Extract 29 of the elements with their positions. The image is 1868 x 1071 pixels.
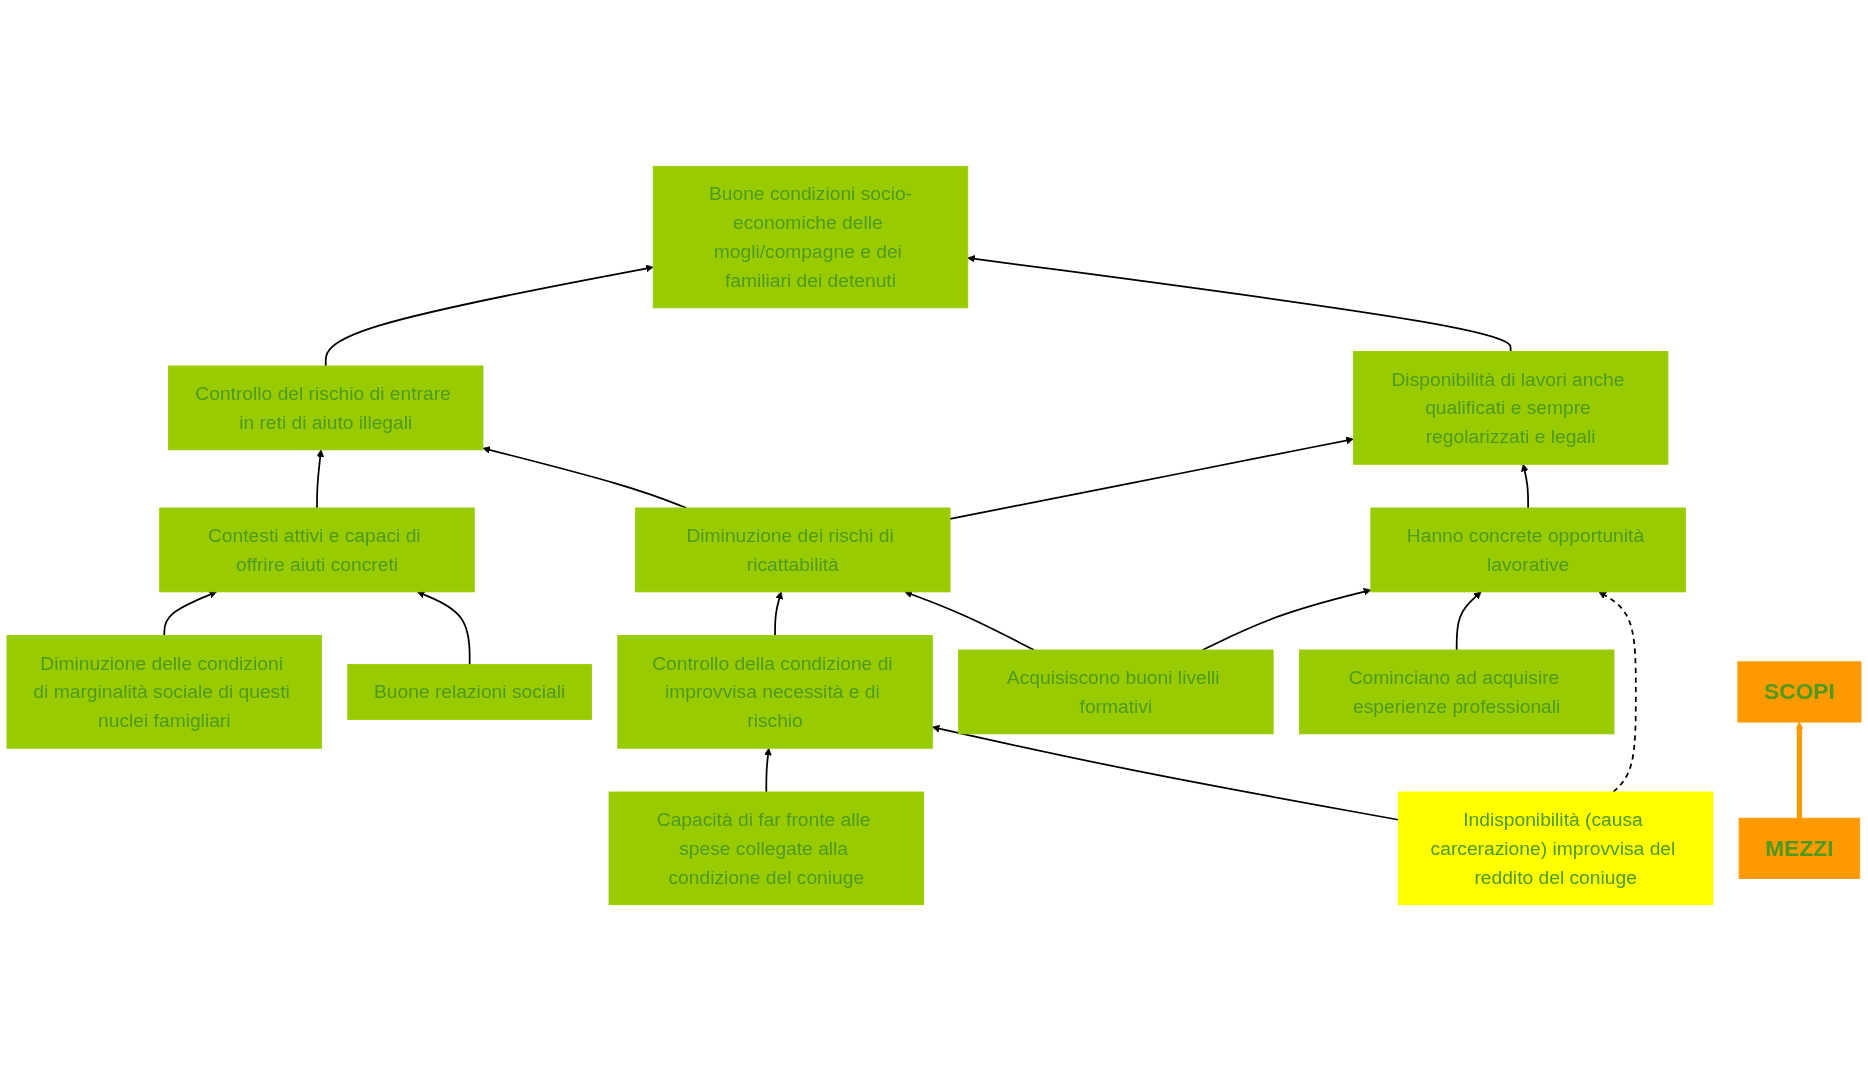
node-box: Buone relazioni sociali <box>347 663 592 720</box>
arrow <box>316 449 325 509</box>
arrow <box>1521 463 1529 509</box>
arrow <box>904 590 1035 651</box>
arrow <box>1598 591 1637 793</box>
node-box: Diminuzione delle condizioni di marginalità sociale di questi nuclei famigliari <box>6 635 323 749</box>
node-box: Controllo della condizione di improvvisa necessità e di rischio <box>617 635 933 749</box>
node-box: Indisponibilità (causa carcerazione) improvvisa del reddito del coniuge <box>1397 791 1714 906</box>
arrow <box>1455 591 1482 651</box>
node-box: Contesti attivi e capaci di offrire aiuti concreti <box>159 507 475 593</box>
node-box: Hanno concrete opportunità lavorative <box>1370 507 1686 593</box>
node-box: Controllo del rischio di entrare in reti di aiuto illegali <box>168 365 484 451</box>
arrow <box>774 591 783 637</box>
node-box: Buone condizioni socio-economiche delle mogli/compagne e dei familiari dei detenuti <box>652 165 969 309</box>
arrow <box>967 255 1512 353</box>
arrow <box>932 724 1400 821</box>
node-box: Cominciano ad acquisire esperienze professionali <box>1298 649 1615 735</box>
arrow <box>324 264 654 367</box>
arrow <box>417 591 471 666</box>
node-box: Acquisiscono buoni livelli formativi <box>958 649 1274 735</box>
node-box: Capacità di far fronte alle spese collegate alla condizione del coniuge <box>608 791 925 906</box>
arrow <box>1795 721 1804 819</box>
arrow <box>764 747 772 793</box>
node-box: Diminuzione dei rischi di ricattabilità <box>635 507 951 593</box>
arrow <box>949 436 1354 520</box>
arrow <box>163 591 217 637</box>
node-box: Disponibilità di lavori anche qualificati e sempre regolarizzati e legali <box>1352 351 1669 465</box>
node-box: SCOPI <box>1737 661 1862 723</box>
node-box: MEZZI <box>1738 817 1861 879</box>
